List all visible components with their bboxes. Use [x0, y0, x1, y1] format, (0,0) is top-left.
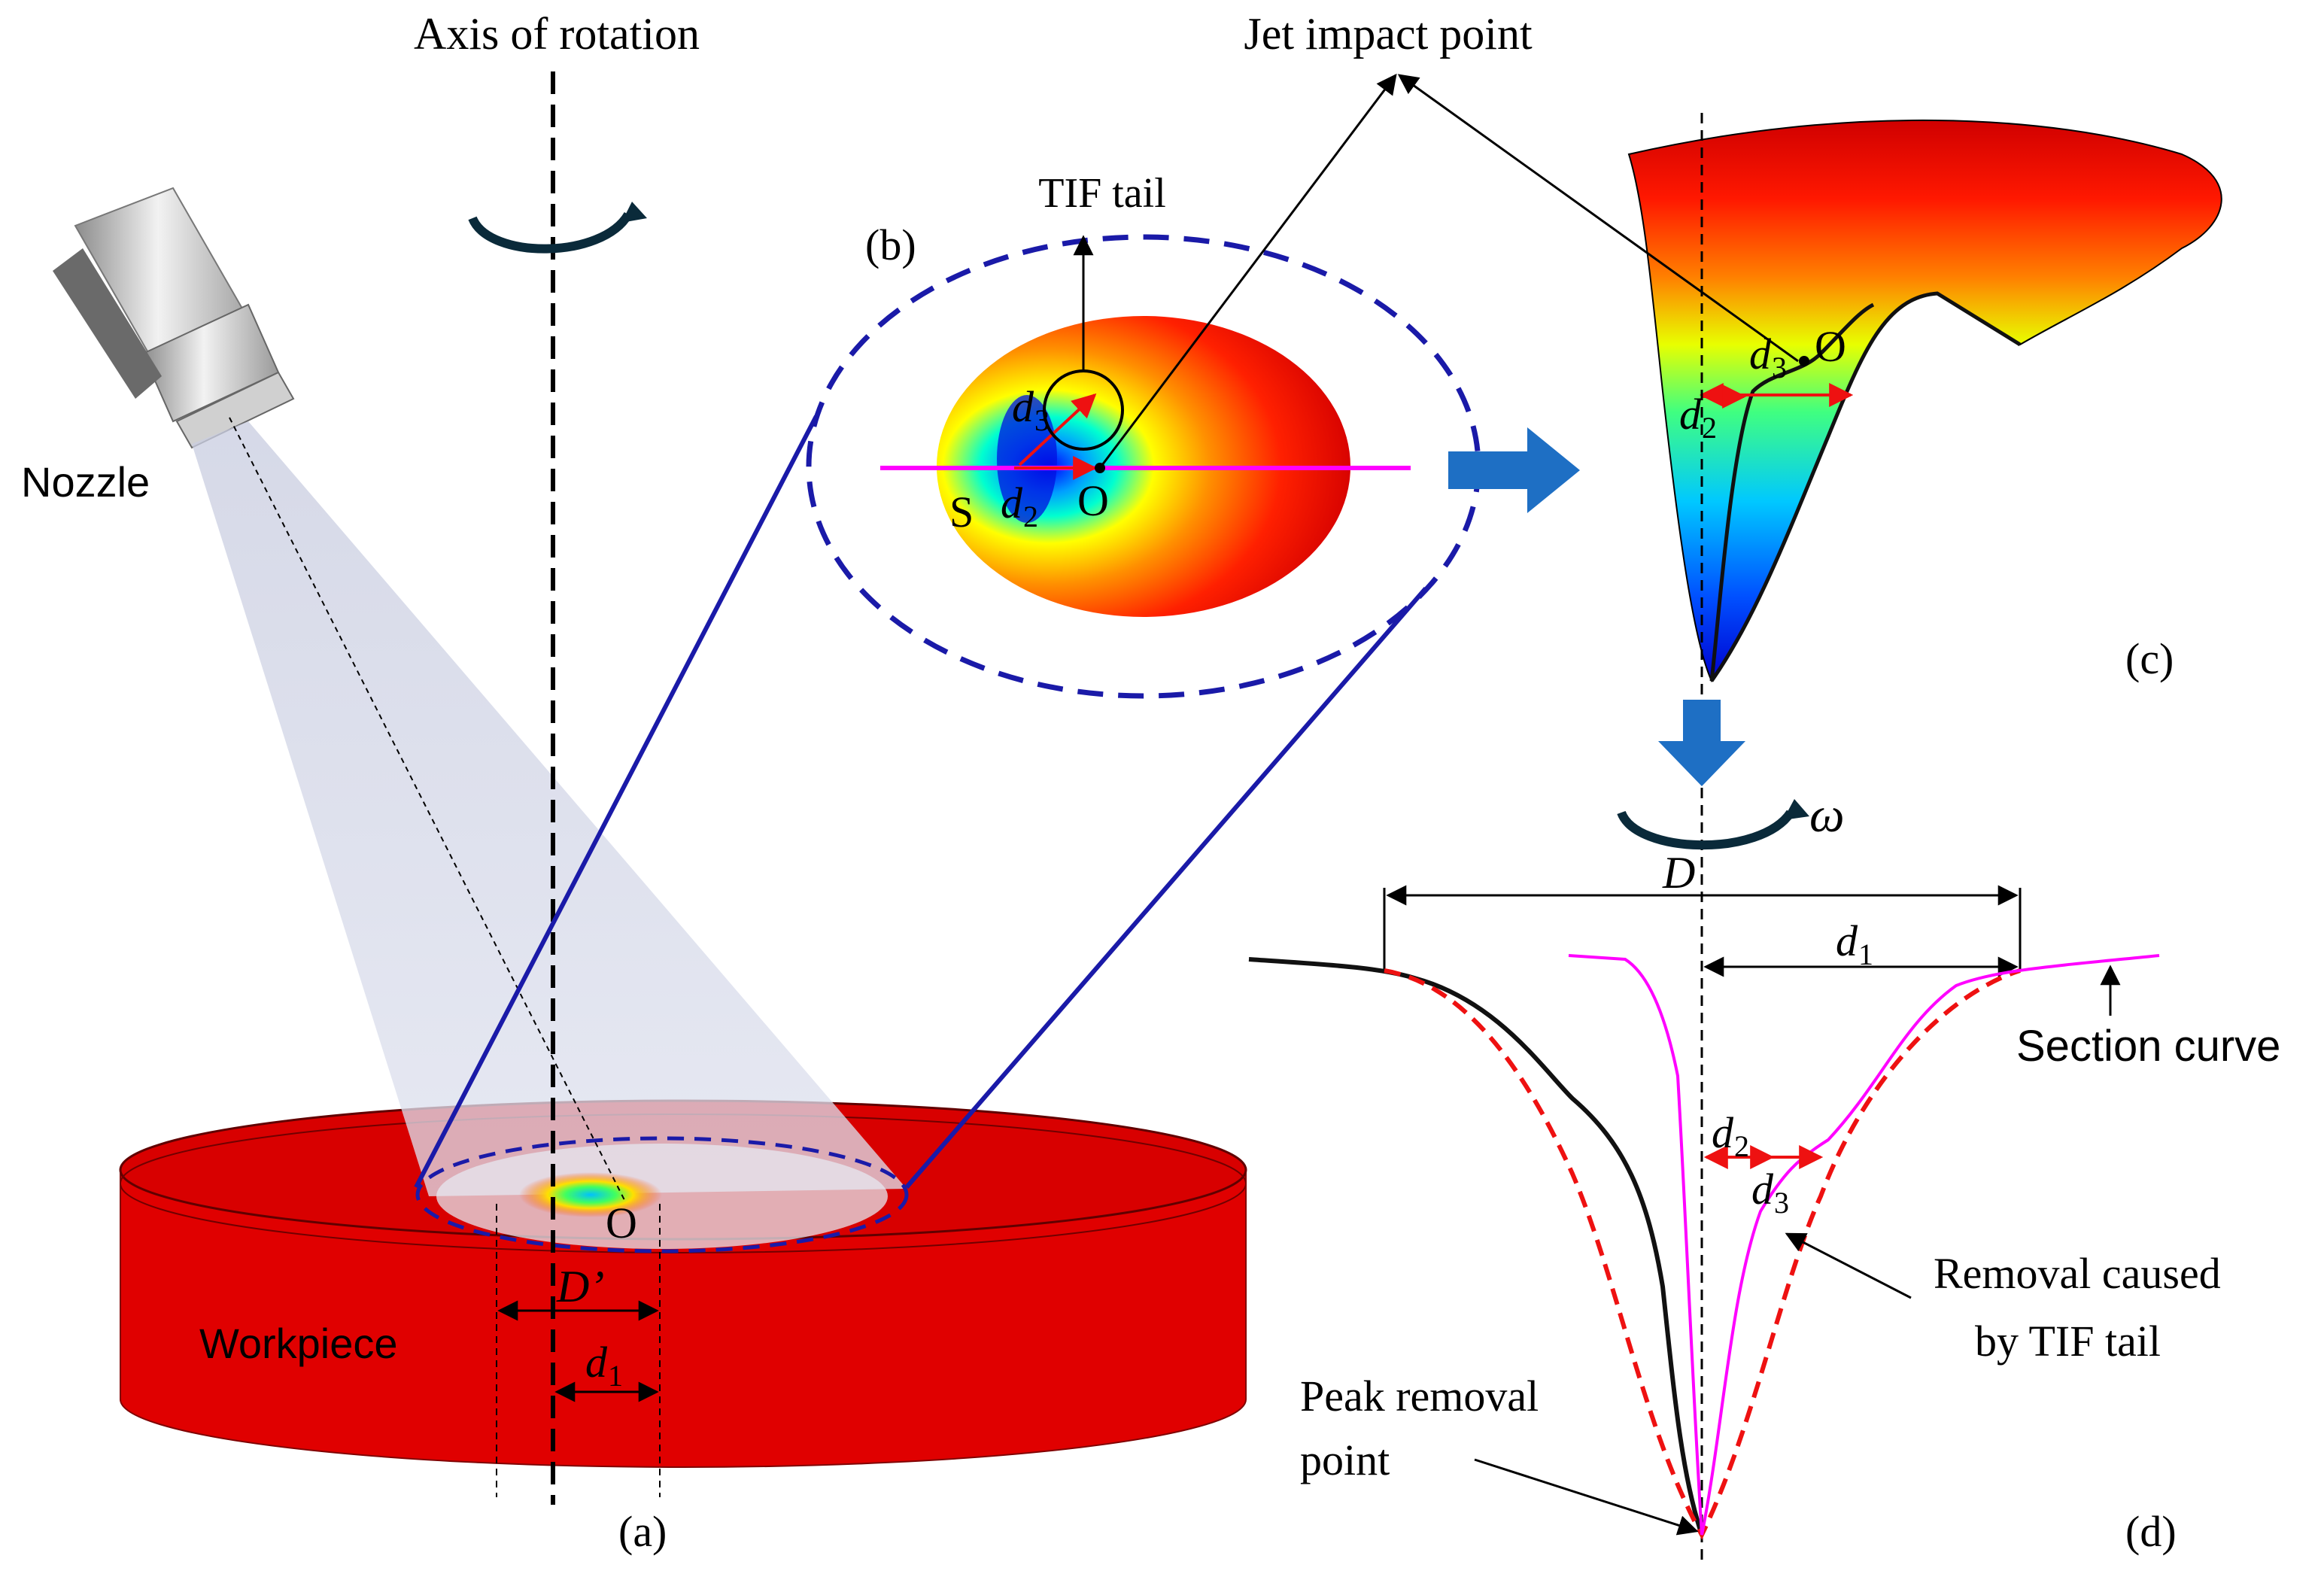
peak-removal-pointer	[1474, 1458, 1699, 1536]
d1-label-a: d 1	[585, 1338, 623, 1393]
jet-beam	[192, 421, 907, 1196]
panel-a-label: (a)	[618, 1507, 667, 1556]
subscript-3: 3	[1034, 403, 1050, 437]
d2-label-d: d 2	[1712, 1108, 1749, 1163]
omega-rotation-arrow-icon	[1617, 799, 1809, 850]
d3-label-c: d 3	[1749, 330, 1787, 384]
jet-impact-pointer-b	[1098, 73, 1397, 469]
by-tif-tail-label: by TIF tail	[1975, 1317, 2161, 1366]
subscript-1: 1	[608, 1359, 623, 1393]
rotation-arrow-icon	[468, 202, 647, 254]
section-curve-c	[1709, 291, 2022, 682]
panel-c	[1617, 113, 2222, 1565]
peak-point-label: point	[1300, 1436, 1390, 1484]
d3-label-b: d 3	[1012, 382, 1050, 437]
zoom-line-left	[414, 415, 819, 1189]
d-symbol: d	[1836, 916, 1858, 965]
removal-spot	[519, 1172, 662, 1217]
point-o-label-a: O	[606, 1199, 637, 1247]
tif-tail-label: TIF tail	[1038, 170, 1166, 217]
d-symbol: d	[1712, 1108, 1734, 1157]
panel-b	[806, 234, 1580, 699]
footprint-dashed-outline	[415, 1136, 909, 1253]
jet-impact-point-label: Jet impact point	[1244, 9, 1533, 59]
subscript-2: 2	[1734, 1129, 1749, 1163]
subscript-3: 3	[1774, 1186, 1789, 1220]
nozzle-label: Nozzle	[21, 458, 150, 506]
point-o-label-b: O	[1077, 476, 1109, 525]
subscript-2: 2	[1023, 500, 1038, 533]
section-curve-label: Section curve	[2016, 1022, 2280, 1071]
d3-arrow-b	[1018, 393, 1097, 466]
d1-label-d: d 1	[1836, 916, 1873, 971]
panel-c-label: (c)	[2125, 634, 2174, 683]
peak-removal-label: Peak removal	[1300, 1372, 1539, 1420]
nozzle	[53, 187, 295, 449]
d-symbol: d	[1012, 382, 1034, 431]
subscript-3: 3	[1772, 351, 1787, 384]
omega-label: ω	[1809, 788, 1845, 843]
point-o-label-c: O	[1815, 322, 1846, 371]
jet-impact-pointer-c	[1397, 74, 1799, 363]
workpiece-body	[120, 1169, 1247, 1468]
zoom-line-right	[904, 587, 1428, 1189]
d-prime-label: D’	[556, 1262, 604, 1311]
d-symbol: d	[1679, 390, 1702, 439]
subscript-1: 1	[1858, 937, 1873, 971]
panel-d	[1248, 885, 2160, 1540]
workpiece-label: Workpiece	[199, 1320, 398, 1367]
panel-d-label: (d)	[2125, 1507, 2177, 1556]
d-symbol: d	[585, 1338, 608, 1387]
tif-surface	[1627, 119, 2222, 683]
d3-label-d: d 3	[1751, 1165, 1789, 1220]
flow-arrow-right	[1448, 427, 1580, 513]
d-symbol: d	[1749, 330, 1772, 378]
point-s-label: S	[949, 488, 974, 536]
d2-label-c: d 2	[1679, 390, 1717, 445]
panel-a	[53, 71, 1428, 1505]
jet-footprint	[436, 1144, 888, 1249]
d-symbol: d	[1751, 1165, 1774, 1214]
flow-arrow-down	[1658, 700, 1745, 786]
axis-of-rotation-label: Axis of rotation	[414, 9, 700, 59]
text-labels: Axis of rotation Jet impact point TIF ta…	[21, 9, 2280, 1556]
removal-caused-label: Removal caused	[1934, 1249, 2221, 1298]
tif-tail-removal-pointer	[1785, 1232, 1912, 1299]
d2-label-b: d 2	[1001, 479, 1038, 533]
panel-b-label: (b)	[865, 220, 916, 269]
D-label: D	[1662, 848, 1695, 898]
section-curve-d	[1568, 954, 2160, 1536]
d-symbol: d	[1001, 479, 1023, 527]
point-o-c	[1799, 356, 1809, 366]
subscript-2: 2	[1702, 411, 1717, 445]
